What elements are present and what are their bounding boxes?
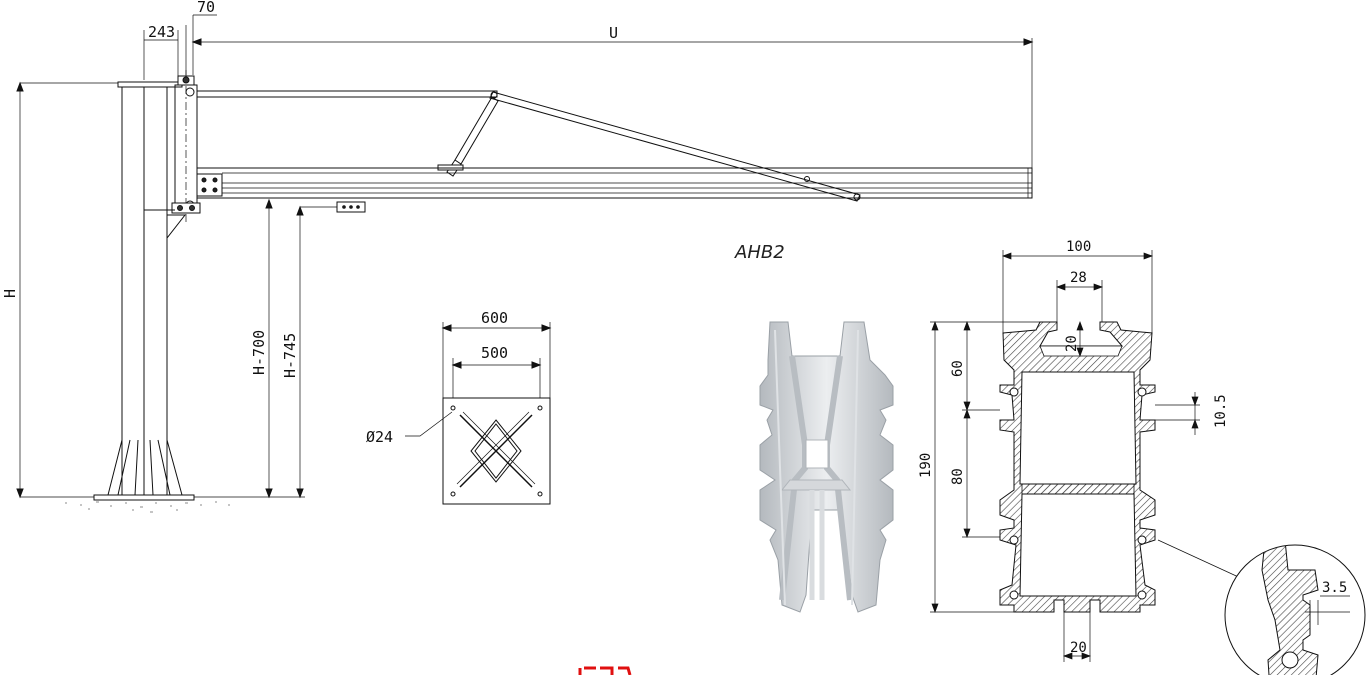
base-ribs: [107, 439, 183, 496]
dim-lower-chamber: 80: [950, 468, 966, 485]
dim-side-slot: 10.5: [1213, 394, 1229, 428]
gas-spring: [454, 96, 499, 165]
profile-dimension-lines: [930, 250, 1246, 662]
dim-slot-top: 28: [1070, 270, 1087, 286]
profile-cross-section: [999, 321, 1156, 613]
jib-crane-elevation: [16, 14, 1034, 513]
pillar-base-plate: [93, 494, 195, 501]
pillar-top-cap: [117, 81, 183, 88]
ground-texture: [65, 501, 230, 513]
upper-tie-rod: [196, 90, 498, 98]
dim-clearance-1: H-700: [250, 330, 268, 375]
base-plate-outline: [442, 397, 551, 505]
dim-flange: 20: [1064, 335, 1080, 352]
dim-bolt-spacing: 500: [481, 344, 508, 362]
base-plate-dimensions: 600 500 Ø24: [366, 309, 508, 446]
dim-span: U: [609, 24, 618, 42]
dim-wall-thickness: 3.5: [1322, 580, 1347, 596]
logo-fragment: [578, 666, 632, 675]
profile-dimensions: 100 28 20 190 60 80 10.5 20: [918, 239, 1229, 656]
dim-height: H: [1, 289, 19, 298]
dim-rotation-offset: 70: [197, 0, 215, 16]
profile-name: AHB2: [734, 242, 785, 263]
dim-pillar-width: 243: [148, 23, 175, 41]
dim-profile-width: 100: [1066, 239, 1091, 255]
base-plate-plan: [405, 322, 552, 505]
diagonal-strut: [489, 91, 861, 202]
dim-clearance-2: H-745: [281, 333, 299, 378]
dim-bottom-slot: 20: [1070, 640, 1087, 656]
rail-end-plate: [196, 173, 223, 197]
jib-crane-dimensions: 243 70 U H H-700 H-745: [1, 0, 618, 378]
arm-bracket: [166, 214, 187, 240]
profile-3d-render: [759, 321, 894, 613]
wall-thickness-detail: 3.5: [1224, 544, 1366, 675]
dim-upper-chamber: 60: [950, 360, 966, 377]
dim-hole: Ø24: [366, 428, 393, 446]
dim-plate-outer: 600: [481, 309, 508, 327]
dim-profile-height: 190: [918, 453, 934, 478]
